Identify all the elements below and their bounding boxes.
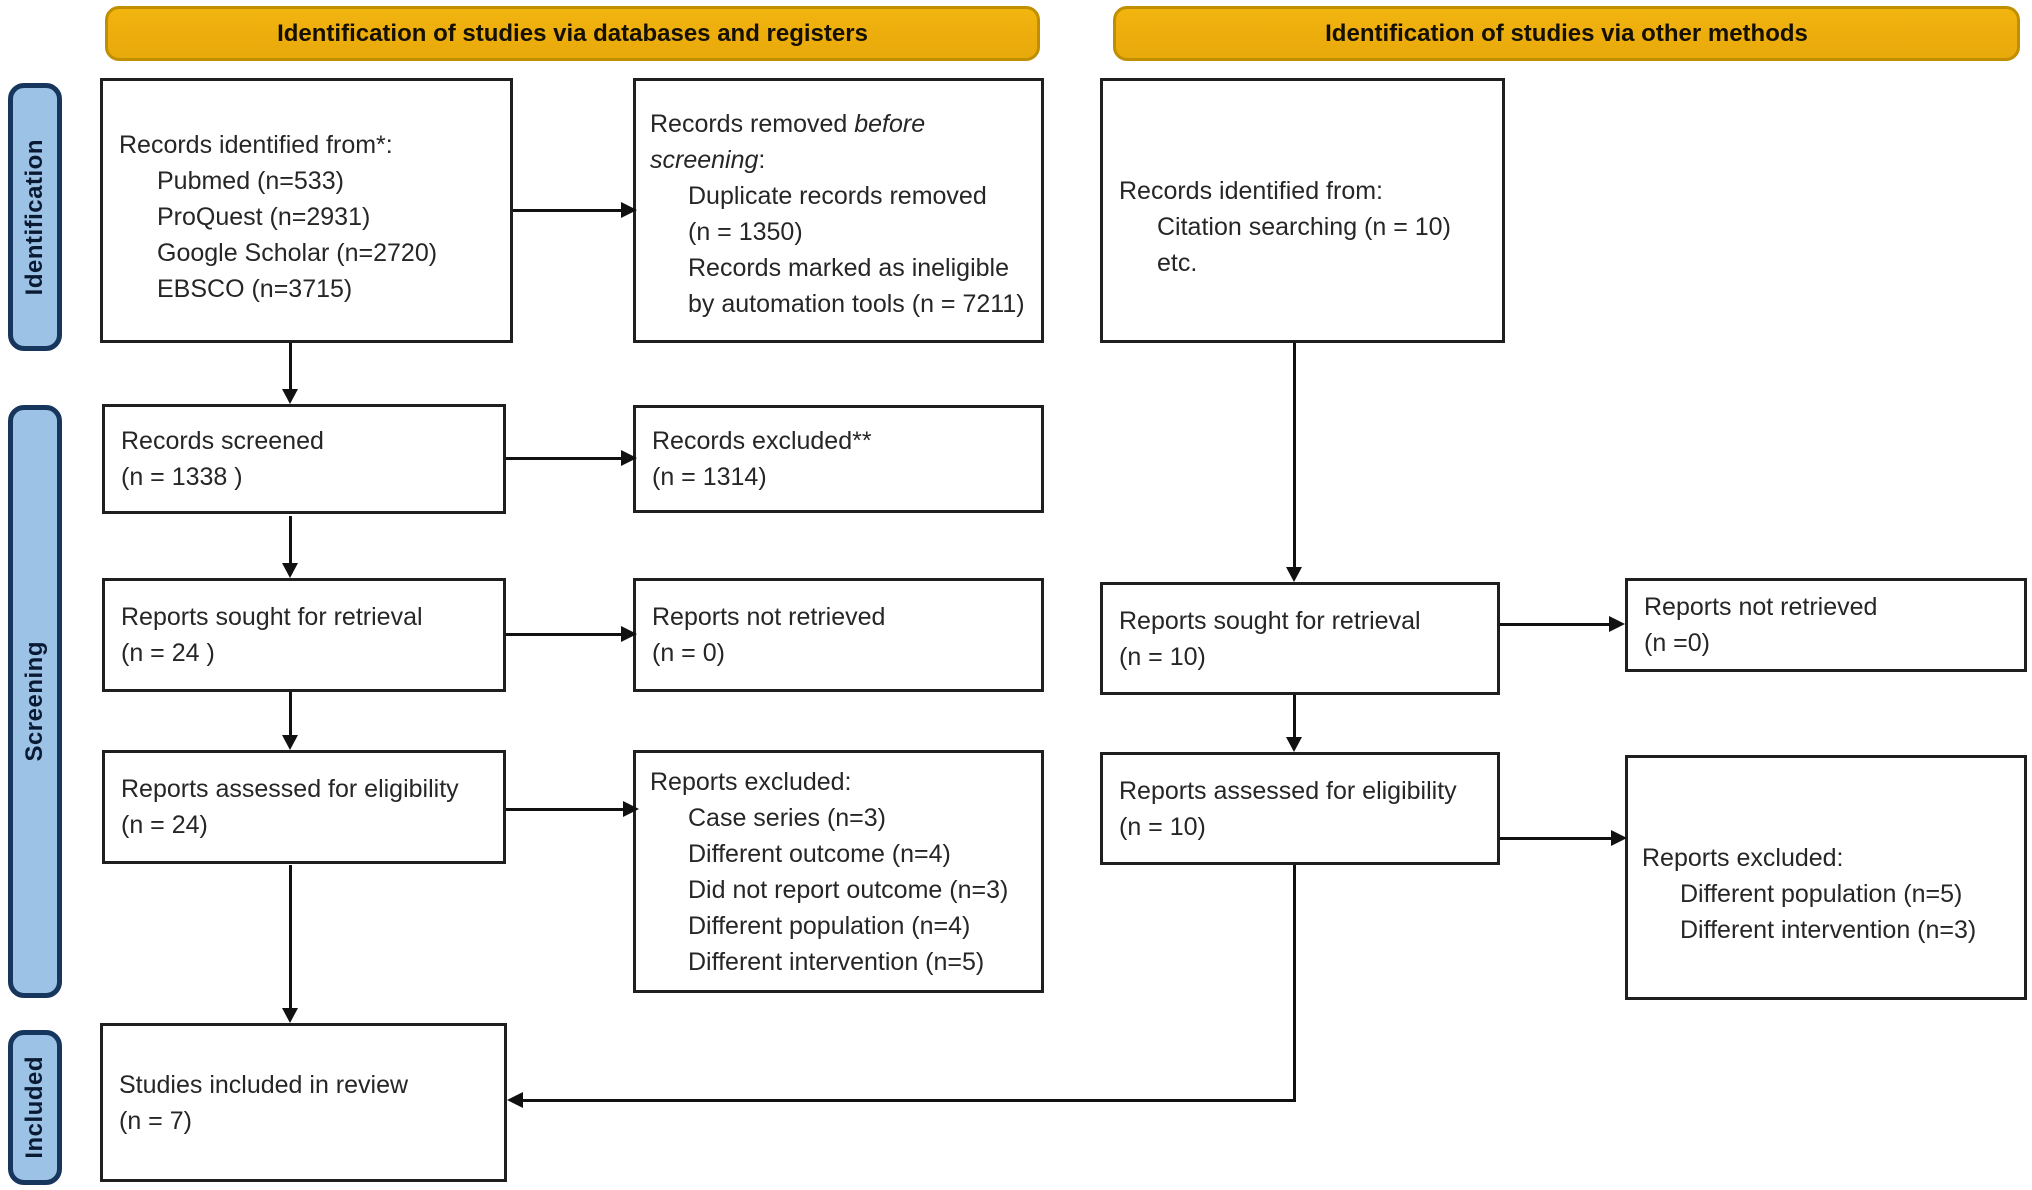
arrow-sought-other-to-assessed-line (1293, 695, 1296, 738)
box-records-identified-other: Records identified from:Citation searchi… (1100, 78, 1505, 343)
arrow-screened-to-excluded-head (621, 450, 637, 466)
box-records-screened: Records screened(n = 1338 ) (102, 404, 506, 514)
box-reports-not-retrieved-other: Reports not retrieved(n =0) (1625, 578, 2027, 672)
connector-to-included-line (521, 1099, 1296, 1102)
box-reports-sought-other: Reports sought for retrieval(n = 10) (1100, 582, 1500, 695)
box-reports-assessed-other: Reports assessed for eligibility(n = 10) (1100, 752, 1500, 865)
stage-label-screening: Screening (8, 405, 62, 998)
arrow-assessed-to-included-line (289, 865, 292, 1009)
box-reports-excluded-other: Reports excluded:Different population (n… (1625, 755, 2027, 1000)
arrow-screened-to-sought-head (282, 563, 298, 578)
stage-label-screening-text: Screening (21, 641, 48, 762)
arrow-identified-to-removed-line (513, 209, 622, 212)
header-databases-registers: Identification of studies via databases … (105, 6, 1040, 61)
arrow-assessed-to-included-head (282, 1008, 298, 1023)
arrow-screened-to-sought-line (289, 516, 292, 564)
arrow-identified-other-to-sought-line (1293, 343, 1296, 568)
connector-to-included-head (507, 1092, 523, 1108)
arrow-sought-other-to-assessed-head (1286, 737, 1302, 752)
arrow-sought-to-assessed-head (282, 735, 298, 750)
arrow-assessed-to-excluded-head (623, 801, 639, 817)
arrow-screened-to-excluded-line (506, 457, 622, 460)
box-records-identified-databases: Records identified from*:Pubmed (n=533)P… (100, 78, 513, 343)
arrow-sought-to-notretrieved-line (506, 633, 622, 636)
box-studies-included: Studies included in review(n = 7) (100, 1023, 507, 1182)
arrow-assessed-other-to-excluded-line (1500, 837, 1612, 840)
arrow-identified-other-to-sought-head (1286, 567, 1302, 582)
box-reports-not-retrieved-databases: Reports not retrieved(n = 0) (633, 578, 1044, 692)
stage-label-included-text: Included (21, 1056, 48, 1159)
arrow-assessed-other-to-excluded-head (1611, 830, 1627, 846)
box-reports-assessed-databases: Reports assessed for eligibility(n = 24) (102, 750, 506, 864)
box-reports-excluded-databases: Reports excluded:Case series (n=3)Differ… (633, 750, 1044, 993)
arrow-identified-to-removed-head (621, 202, 637, 218)
arrow-sought-other-to-notretrieved-head (1609, 616, 1625, 632)
stage-label-included: Included (8, 1030, 62, 1185)
arrow-identified-to-screened-line (289, 343, 292, 391)
arrow-sought-other-to-notretrieved-line (1500, 623, 1610, 626)
stage-label-identification-text: Identification (21, 138, 48, 296)
arrow-assessed-to-excluded-line (506, 808, 624, 811)
arrow-sought-to-notretrieved-head (621, 626, 637, 642)
header-other-methods: Identification of studies via other meth… (1113, 6, 2020, 61)
connector-assessed-other-down-line (1293, 865, 1296, 1101)
stage-label-identification: Identification (8, 83, 62, 351)
arrow-identified-to-screened-head (282, 389, 298, 404)
box-records-excluded: Records excluded**(n = 1314) (633, 405, 1044, 513)
box-reports-sought-databases: Reports sought for retrieval(n = 24 ) (102, 578, 506, 692)
arrow-sought-to-assessed-line (289, 692, 292, 736)
